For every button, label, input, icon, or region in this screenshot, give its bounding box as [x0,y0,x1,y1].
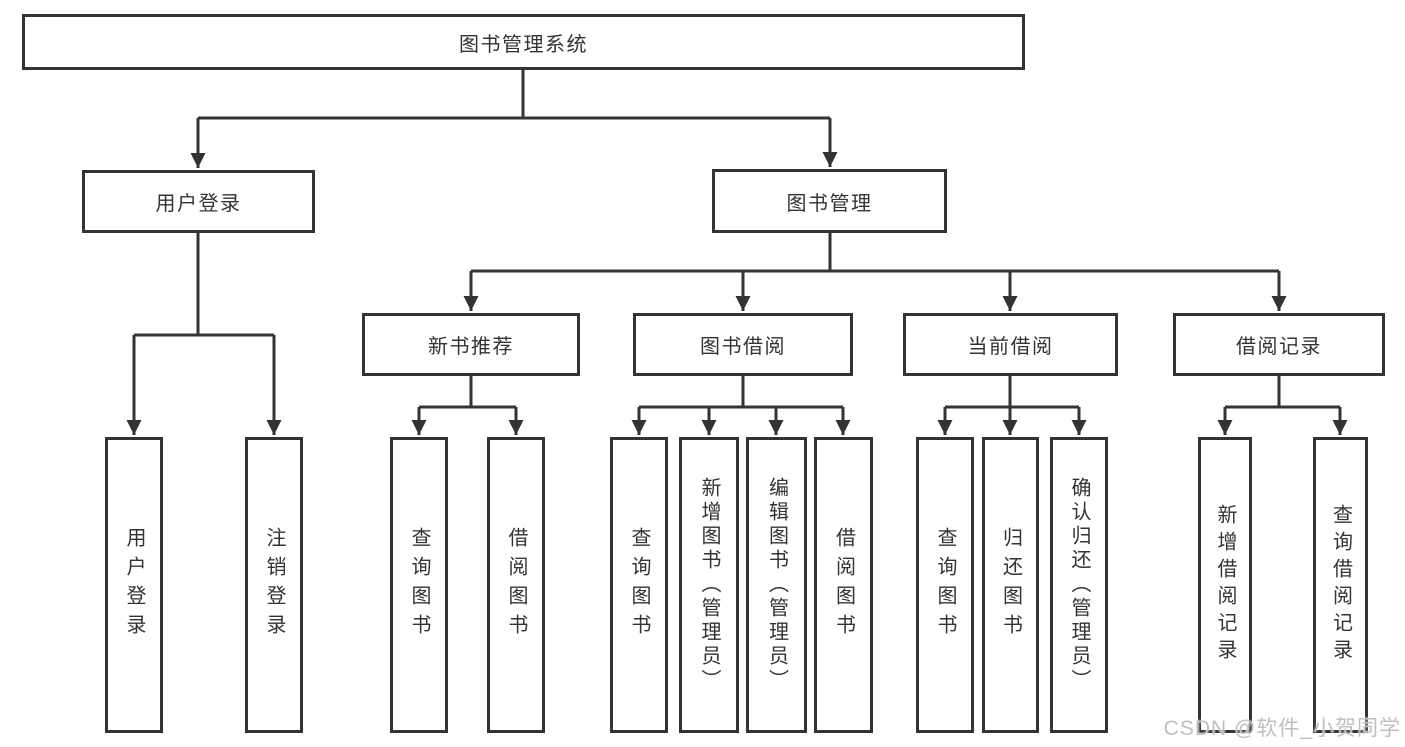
leaf-borrow-books: 借阅图书 [814,437,873,733]
leaf-label: 查询借阅记录 [1329,504,1352,666]
connector-current-borrow-rail [945,376,1079,409]
leaf-logout: 注销登录 [245,437,303,733]
leaf-user-login: 用户登录 [105,437,163,733]
node-book-borrow: 图书借阅 [633,313,853,376]
connector-borrow-records-rail [1225,376,1340,409]
csdn-watermark: CSDN @软件_小贺同学 [1163,717,1401,740]
leaf-label: 借阅图书 [832,527,855,643]
leaf-label: 借阅图书 [505,527,527,643]
leaf-query-books-current: 查询图书 [916,437,974,733]
node-current-borrow: 当前借阅 [903,313,1118,376]
leaf-add-book-admin: 新增图书（管理员） [679,437,739,733]
leaf-return-book: 归还图书 [982,437,1039,733]
leaf-label: 查询图书 [628,527,650,643]
leaf-label: 注销登录 [263,527,285,643]
leaf-label: 归还图书 [999,527,1022,643]
leaf-label: 用户登录 [123,527,145,643]
leaf-label: 新增借阅记录 [1214,504,1236,666]
leaf-query-borrow-record: 查询借阅记录 [1313,437,1368,733]
connector-new-book-rail [419,376,516,409]
leaf-label: 编辑图书（管理员） [765,477,788,693]
node-root-system: 图书管理系统 [22,14,1025,70]
leaf-label: 确认归还（管理员） [1068,477,1090,693]
node-book-management: 图书管理 [712,169,947,233]
leaf-query-books-recommend: 查询图书 [390,437,448,733]
leaf-query-books-borrow: 查询图书 [610,437,668,733]
connector-book-borrow-rail [639,376,843,409]
leaf-borrow-books-recommend: 借阅图书 [487,437,545,733]
leaf-edit-book-admin: 编辑图书（管理员） [746,437,807,733]
leaf-add-borrow-record: 新增借阅记录 [1198,437,1252,733]
leaf-label: 新增图书（管理员） [698,477,720,693]
node-new-book-recommend: 新书推荐 [362,313,580,376]
connector-user-login-rail [134,233,274,337]
node-user-login: 用户登录 [82,170,315,233]
node-borrow-records: 借阅记录 [1173,313,1385,376]
leaf-label: 查询图书 [408,527,430,643]
connector-book-management-rail [471,233,1279,273]
connector-root-rail [198,70,830,120]
leaf-label: 查询图书 [934,527,956,643]
leaf-confirm-return-admin: 确认归还（管理员） [1050,437,1108,733]
